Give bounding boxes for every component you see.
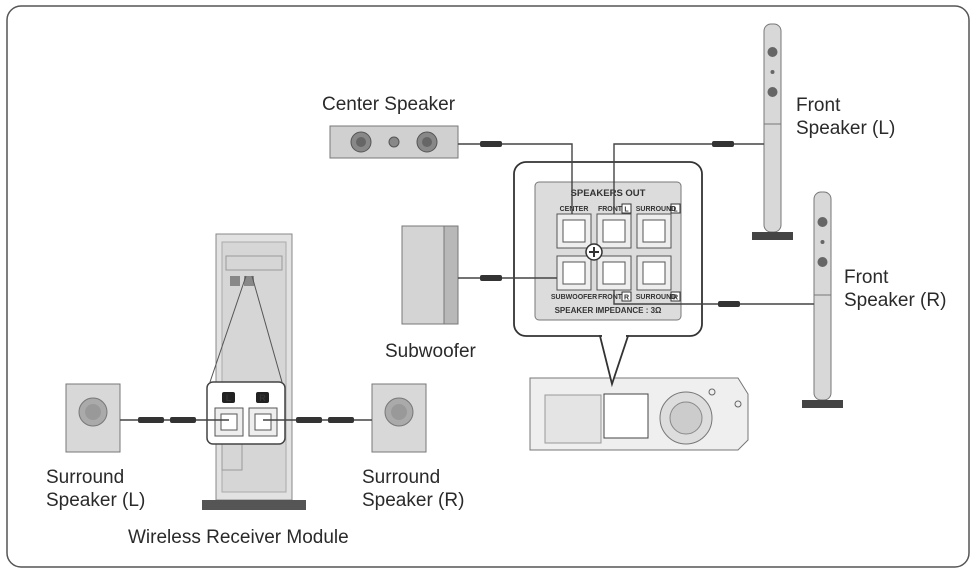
panel-label-subwoofer: SUBWOOFER: [551, 294, 597, 301]
speakers-out-callout: [513, 161, 703, 388]
panel-impedance: SPEAKER IMPEDANCE : 3Ω: [555, 306, 662, 315]
label-surround-speaker-left: Surround Speaker (L): [46, 466, 145, 512]
label-surround-speaker-right: Surround Speaker (R): [362, 466, 464, 512]
surround-speaker-right: [371, 383, 427, 453]
main-receiver-unit: [529, 377, 749, 451]
center-speaker: [329, 125, 459, 159]
label-front-left-line2: Speaker (L): [796, 118, 896, 139]
panel-label-center: CENTER: [560, 206, 589, 213]
panel-label-surround-top: SURROUND: [636, 206, 676, 213]
panel-label-front-top: FRONT: [598, 206, 623, 213]
wireless-receiver-module: [202, 233, 306, 510]
cable-connectors: [138, 141, 740, 423]
label-surround-left-line2: Speaker (L): [46, 490, 146, 511]
module-badge-right: R: [259, 393, 266, 403]
panel-badge-r-surround: R: [673, 295, 678, 302]
label-surround-left-line1: Surround: [46, 467, 125, 488]
label-wireless-receiver-module: Wireless Receiver Module: [128, 527, 349, 548]
label-center-speaker: Center Speaker: [322, 94, 456, 115]
subwoofer-unit: [401, 225, 459, 325]
panel-badge-l-surround: L: [673, 207, 678, 214]
panel-badge-l-front: L: [624, 207, 629, 214]
panel-label-front-bottom: FRONT: [598, 294, 623, 301]
front-speaker-left: [752, 23, 793, 240]
panel-badge-r-front: R: [624, 295, 629, 302]
label-surround-right-line2: Speaker (R): [362, 490, 465, 511]
label-subwoofer: Subwoofer: [385, 341, 476, 362]
label-front-right-line2: Speaker (R): [844, 290, 947, 311]
surround-speaker-left: [65, 383, 121, 453]
panel-label-surround-bottom: SURROUND: [636, 294, 676, 301]
label-front-speaker-left: Front Speaker (L): [796, 94, 895, 140]
front-speaker-right: [802, 191, 843, 408]
module-badge-left: L: [226, 393, 232, 403]
label-front-left-line1: Front: [796, 95, 841, 116]
panel-title: SPEAKERS OUT: [571, 188, 646, 199]
label-front-right-line1: Front: [844, 267, 889, 288]
label-front-speaker-right: Front Speaker (R): [844, 266, 946, 312]
label-surround-right-line1: Surround: [362, 467, 441, 488]
